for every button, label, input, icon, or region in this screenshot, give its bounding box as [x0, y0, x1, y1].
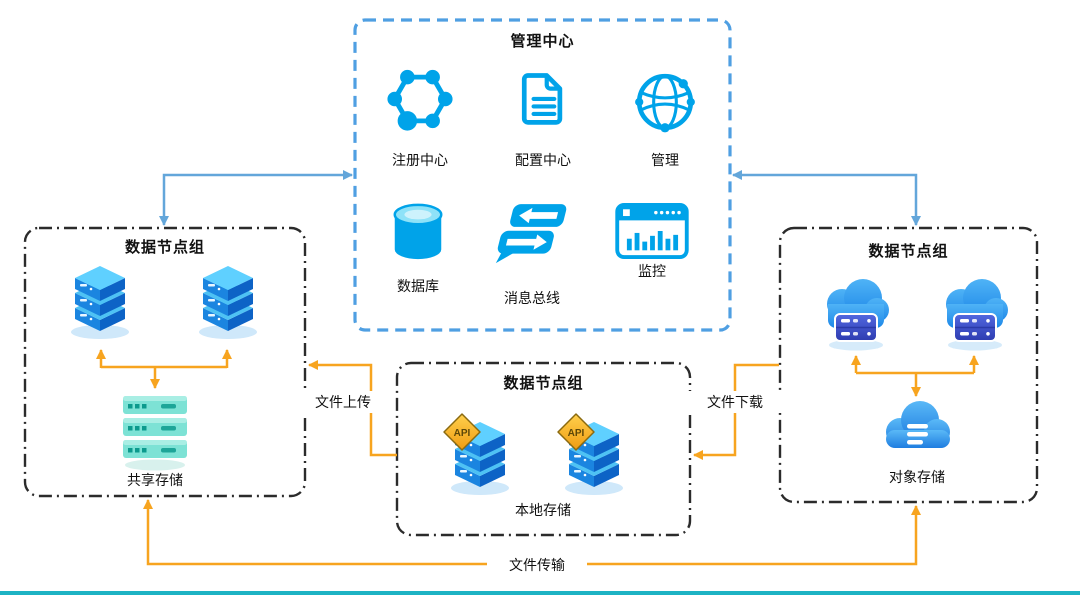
registry-label: 注册中心	[392, 152, 448, 168]
cloud-server-icon	[945, 278, 1009, 352]
monitor-icon	[615, 203, 689, 259]
shared-storage-label: 共享存储	[127, 472, 183, 488]
management-connectors	[159, 170, 921, 226]
center-data-node-group-box	[395, 361, 692, 537]
left-data-node-group-box	[23, 226, 307, 498]
cloud-server-icon	[826, 278, 890, 352]
server-icon	[71, 266, 129, 339]
api-server-icon: API	[443, 413, 509, 495]
file-download-label: 文件下载	[685, 391, 785, 413]
config-label: 配置中心	[515, 152, 571, 168]
globe-icon	[635, 73, 695, 133]
api-diamond	[443, 413, 481, 451]
shared-storage-icon	[123, 396, 187, 471]
manage-label: 管理	[651, 152, 679, 168]
bottom-edge-strip	[0, 591, 1080, 595]
database-icon	[393, 203, 443, 260]
file-upload-label: 文件上传	[293, 391, 393, 413]
api-server-icon: API	[557, 413, 623, 495]
file-transfer-label: 文件传输	[487, 554, 587, 576]
registry-icon	[387, 69, 453, 131]
message-bus-label: 消息总线	[504, 290, 560, 306]
object-storage-label: 对象存储	[889, 469, 945, 485]
config-icon	[521, 73, 563, 125]
api-diamond	[557, 413, 595, 451]
right-group-title: 数据节点组	[868, 243, 949, 260]
object-storage-icon	[886, 401, 950, 448]
left-group-title: 数据节点组	[124, 239, 205, 256]
api-badge: API	[454, 428, 471, 439]
api-badge: API	[568, 428, 585, 439]
management-center-box	[353, 18, 732, 332]
management-center-title: 管理中心	[510, 33, 575, 50]
management-left-connector	[159, 170, 353, 226]
center-group-title: 数据节点组	[503, 375, 584, 392]
management-right-connector	[732, 170, 921, 226]
server-icon	[199, 266, 257, 339]
database-label: 数据库	[397, 278, 439, 294]
monitor-label: 监控	[638, 263, 666, 279]
right-data-node-group-box	[778, 226, 1039, 504]
message-bus-icon	[495, 204, 567, 264]
local-storage-label: 本地存储	[515, 502, 571, 518]
